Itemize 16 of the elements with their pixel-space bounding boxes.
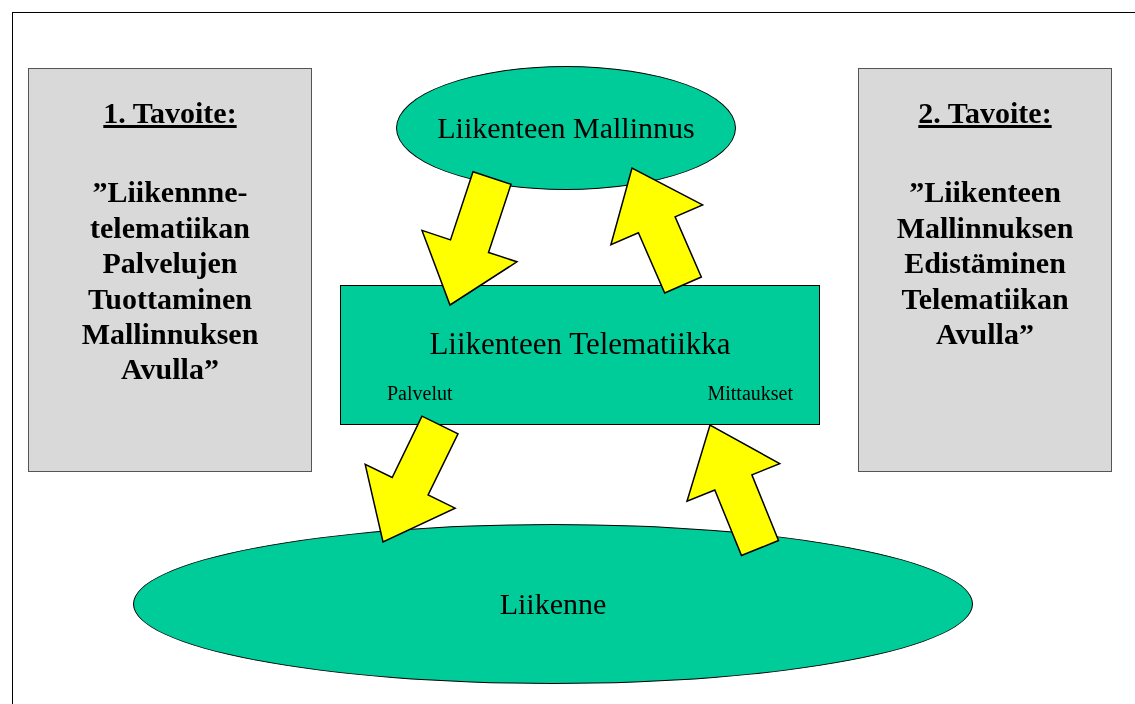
- block-arrow: [609, 166, 705, 294]
- block-arrow: [685, 423, 782, 557]
- goal-box: [28, 68, 312, 472]
- box-title: Liikenteen Telematiikka: [428, 326, 732, 362]
- goal-text: ”Liikennne- telematiikan Palvelujen Tuottaminen Mallinnuksen Avulla”: [80, 174, 260, 387]
- node-label: Liikenne: [499, 586, 607, 622]
- goal-text: ”Liikenteen Mallinnuksen Edistäminen Telematiikan Avulla”: [895, 174, 1075, 352]
- process-box: [340, 285, 820, 425]
- block-arrow: [364, 415, 459, 544]
- box-label: Palvelut: [387, 382, 453, 405]
- goal-heading: 1. Tavoite:: [103, 95, 237, 131]
- goal-heading: 2. Tavoite:: [918, 95, 1052, 131]
- block-arrow: [420, 170, 519, 307]
- box-label: Mittaukset: [707, 382, 793, 405]
- node-label: Liikenteen Mallinnus: [437, 110, 695, 146]
- goal-box: [858, 68, 1112, 472]
